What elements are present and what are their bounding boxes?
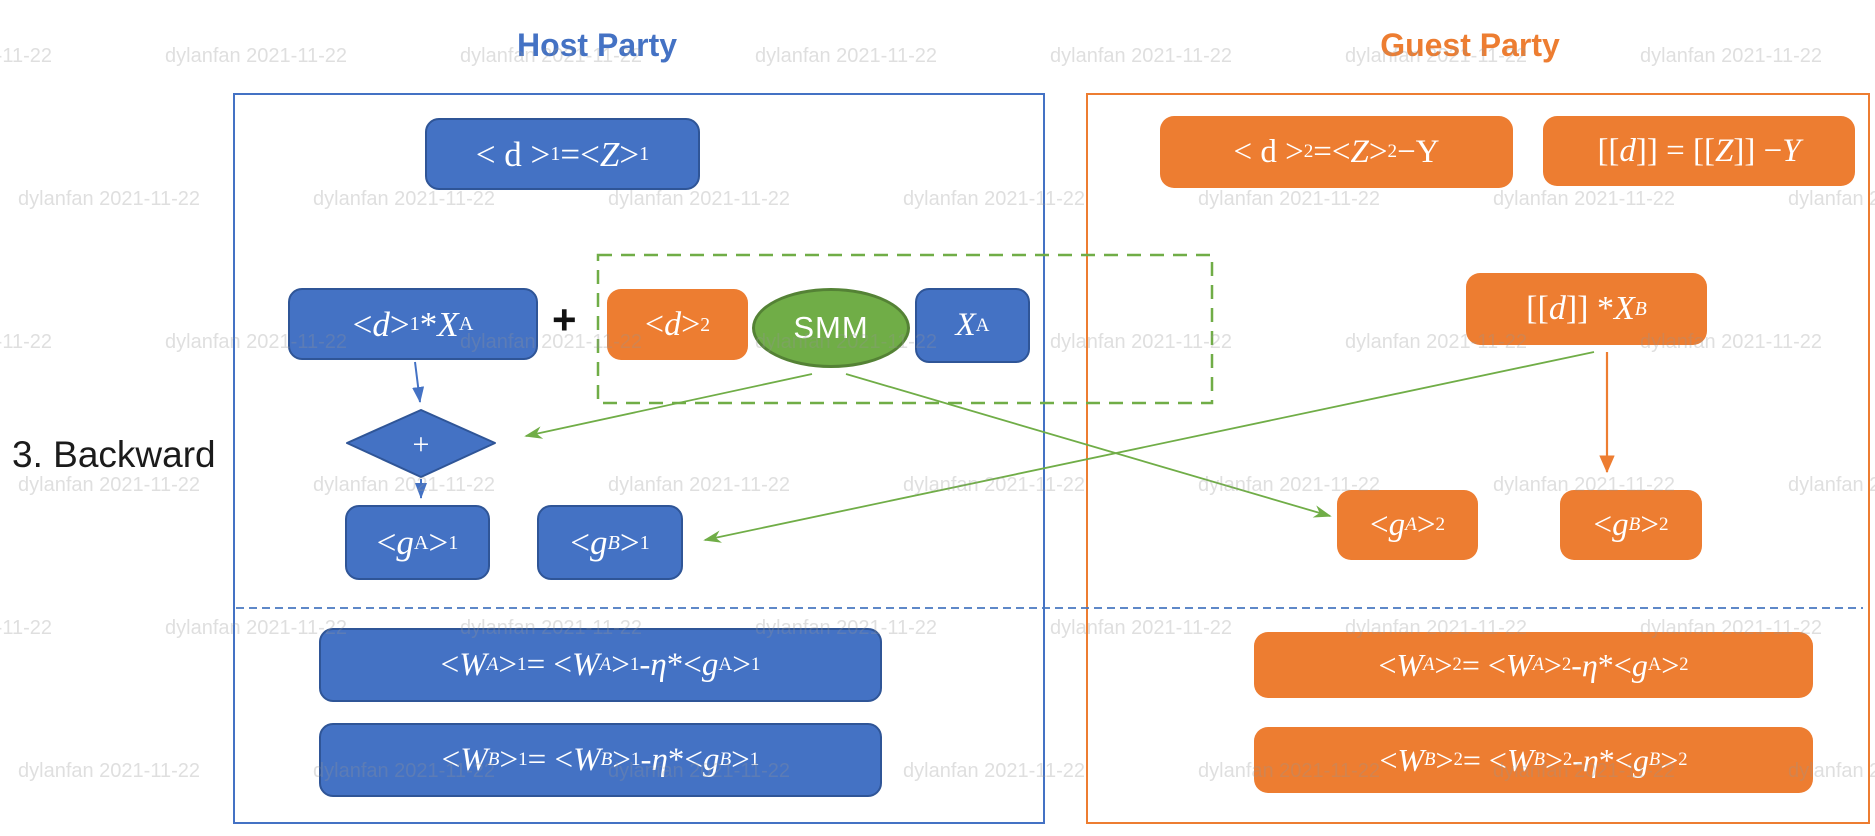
sum-diamond-node (346, 409, 496, 478)
smm-ellipse: SMM (752, 288, 910, 368)
step-label: 3. Backward (12, 434, 216, 475)
guest-d-share-box: < d >2=< Z >2−Y (1160, 116, 1513, 188)
smm-dashed-region (596, 253, 1214, 405)
sum-diamond-plus-label: + (412, 428, 430, 461)
arrow-dx-to-sum (412, 361, 425, 403)
arrow-dxb-to-gb1 (703, 351, 1595, 543)
host-party-frame (233, 93, 1045, 824)
host-d-share-box: < d >1=< Z >1 (425, 118, 700, 190)
plus-operator: + (552, 296, 577, 343)
host-party-title: Host Party (516, 27, 678, 63)
exchange-d2-share-box: < d >2 (607, 289, 748, 360)
guest-d-cipher-box: [[d]] = [[Z]] − Y (1543, 116, 1855, 186)
guest-party-title: Guest Party (1380, 27, 1560, 63)
arrow-smm-to-sum (524, 373, 813, 439)
arrow-smm-to-ga2 (845, 373, 1332, 518)
